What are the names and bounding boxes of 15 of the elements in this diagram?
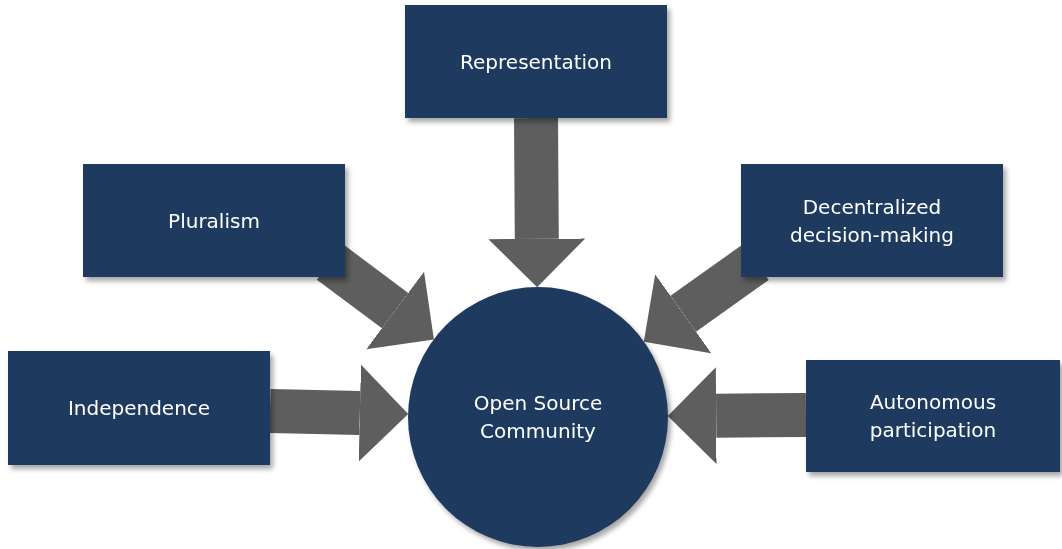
block-arrow [488,117,586,288]
concept-box [8,351,270,465]
concept-box [741,164,1003,277]
block-arrow [316,244,434,350]
concept-box [806,360,1060,472]
node-label: Representation [460,48,612,76]
node-label: Pluralism [168,207,260,235]
node-label: Decentralized decision-making [789,193,955,249]
node-label: Independence [67,395,211,422]
block-arrow [643,244,769,354]
node-label: Open Source Community [472,390,604,445]
concept-box [405,5,667,118]
node-label: Autonomous participation [868,389,998,444]
block-arrow [269,364,409,462]
concept-box [83,164,345,277]
